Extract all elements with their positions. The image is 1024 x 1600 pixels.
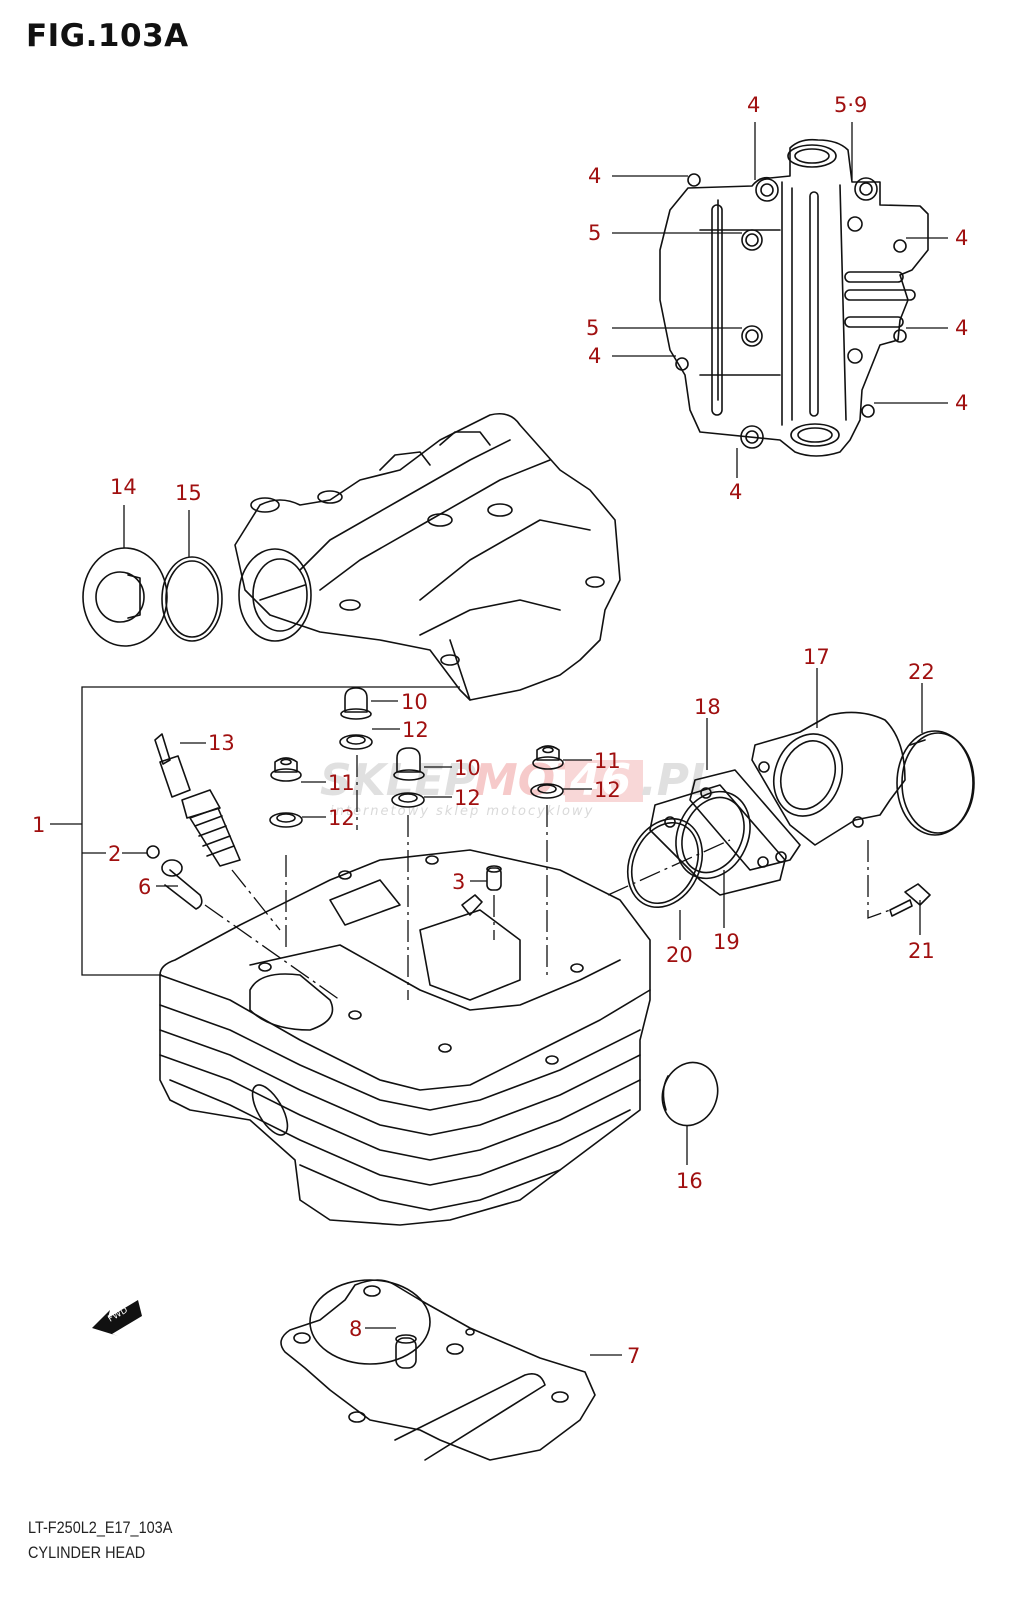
callout-16: 16 (676, 1169, 703, 1193)
callout-4: 4 (955, 226, 968, 250)
callout-10: 10 (401, 690, 428, 714)
head-cover-top-view (659, 138, 929, 457)
cylinder-head-cover (234, 412, 621, 701)
part-8-dowel (395, 1334, 417, 1369)
part-6-dowel-pin (161, 859, 341, 1001)
part-12-washer-d (530, 783, 564, 799)
callout-7: 7 (627, 1344, 640, 1368)
figure-title: FIG.103A (26, 18, 189, 54)
callout-4: 4 (747, 93, 760, 117)
part-19-insulator (649, 784, 786, 896)
part-20-o-ring (607, 817, 731, 909)
callout-18: 18 (694, 695, 721, 719)
part-17-intake-pipe (751, 711, 906, 846)
callout-19: 19 (713, 930, 740, 954)
fwd-arrow-icon: FWD (92, 1300, 142, 1336)
part-22-clamp (896, 730, 975, 836)
part-15-o-ring (161, 556, 223, 642)
callout-14: 14 (110, 475, 137, 499)
callout-labels: 4 5·9 4 5 5 4 4 4 4 4 14 15 10 12 13 10 … (32, 93, 968, 1368)
callout-17: 17 (803, 645, 830, 669)
part-21-screw (867, 840, 931, 919)
part-11-flange-nut-a (270, 757, 302, 782)
part-7-head-gasket (280, 1279, 596, 1461)
callout-15: 15 (175, 481, 202, 505)
callout-11: 11 (594, 749, 621, 773)
callout-6: 6 (138, 875, 151, 899)
callout-11: 11 (328, 771, 355, 795)
callout-4: 4 (955, 391, 968, 415)
figure-caption: CYLINDER HEAD (28, 1543, 146, 1562)
part-10-cap-nut-a (340, 687, 372, 720)
callout-20: 20 (666, 943, 693, 967)
part-14-cap (82, 547, 168, 647)
callout-21: 21 (908, 939, 935, 963)
watermark-badge (565, 760, 643, 802)
callout-5: 5 (588, 221, 601, 245)
callout-12: 12 (594, 778, 621, 802)
part-16-plug (661, 1061, 719, 1127)
callout-4: 4 (729, 480, 742, 504)
assembly-1-bracket (50, 686, 460, 976)
watermark-brand-3: 46 (569, 755, 631, 806)
part-11-flange-nut-b (532, 745, 564, 770)
cylinder-head (159, 849, 651, 1226)
part-13-spark-plug (154, 733, 281, 931)
callout-3: 3 (452, 870, 465, 894)
figure-code: LT-F250L2_E17_103A (28, 1518, 173, 1537)
watermark-tagline: internetowy sklep motocyklowy (330, 804, 594, 819)
callout-8: 8 (349, 1317, 362, 1341)
part-12-washer-b (391, 792, 425, 808)
callout-4: 4 (955, 316, 968, 340)
callout-5-9: 5·9 (834, 93, 867, 117)
callout-12: 12 (454, 786, 481, 810)
part-12-washer-c (269, 812, 303, 828)
callout-13: 13 (208, 731, 235, 755)
callout-4: 4 (588, 344, 601, 368)
callout-2: 2 (108, 842, 121, 866)
leader-lines (122, 122, 948, 1356)
callout-12: 12 (328, 806, 355, 830)
part-10-cap-nut-b (393, 747, 425, 781)
part-18-gasket (689, 769, 801, 871)
callout-4: 4 (588, 164, 601, 188)
callout-10: 10 (454, 756, 481, 780)
callout-1: 1 (32, 813, 45, 837)
part-2-clip (146, 845, 160, 859)
callout-22: 22 (908, 660, 935, 684)
callout-5: 5 (586, 316, 599, 340)
watermark: SKLEP MOTO 46 .PL internetowy sklep moto… (320, 755, 717, 819)
callout-12: 12 (402, 718, 429, 742)
part-12-washer-a (339, 734, 373, 750)
